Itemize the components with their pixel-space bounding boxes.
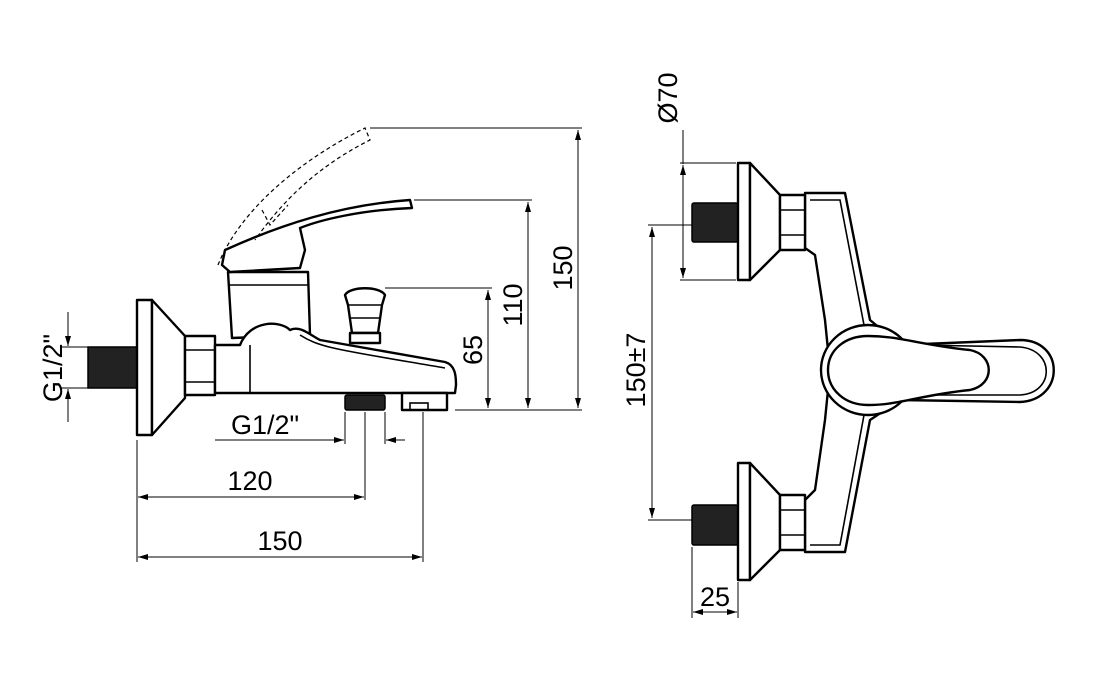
wall-flange — [135, 298, 154, 437]
dim-label-flange-diameter: Ø70 — [653, 72, 683, 123]
spout-outlet — [400, 391, 449, 412]
dim-label-150-width: 150 — [257, 526, 302, 556]
side-view-faucet — [87, 127, 458, 437]
front-view-faucet — [691, 161, 1055, 582]
flange-top — [736, 161, 752, 282]
dim-label-thread-length: 25 — [700, 582, 730, 612]
aerator — [344, 394, 386, 411]
dim-label-150-height: 150 — [548, 245, 578, 290]
nut — [183, 334, 217, 397]
inlet-thread-top — [691, 202, 739, 243]
dim-label-110: 110 — [498, 283, 528, 326]
inlet-thread — [87, 346, 138, 389]
inlet-thread-bottom — [691, 504, 739, 546]
lever-raised-dashed — [217, 127, 371, 266]
side-view-dimensions: 150 110 65 G1/2" G1/2" 120 150 — [38, 127, 582, 562]
nut-top — [778, 193, 807, 252]
mixer-body — [213, 322, 458, 395]
diverter-knob — [343, 287, 387, 335]
flange-bottom — [736, 461, 752, 582]
dim-label-65: 65 — [458, 335, 488, 365]
lever-handle — [220, 198, 414, 274]
flange-cone — [150, 298, 187, 437]
dim-label-thread-left: G1/2" — [38, 334, 68, 402]
dim-label-120: 120 — [227, 466, 272, 496]
front-view-dimensions: Ø70 150±7 25 — [621, 72, 739, 618]
dim-label-center-distance: 150±7 — [621, 333, 651, 408]
handle-lever — [826, 334, 990, 407]
dim-label-thread-bottom: G1/2" — [231, 410, 299, 440]
nut-bottom — [778, 493, 807, 552]
